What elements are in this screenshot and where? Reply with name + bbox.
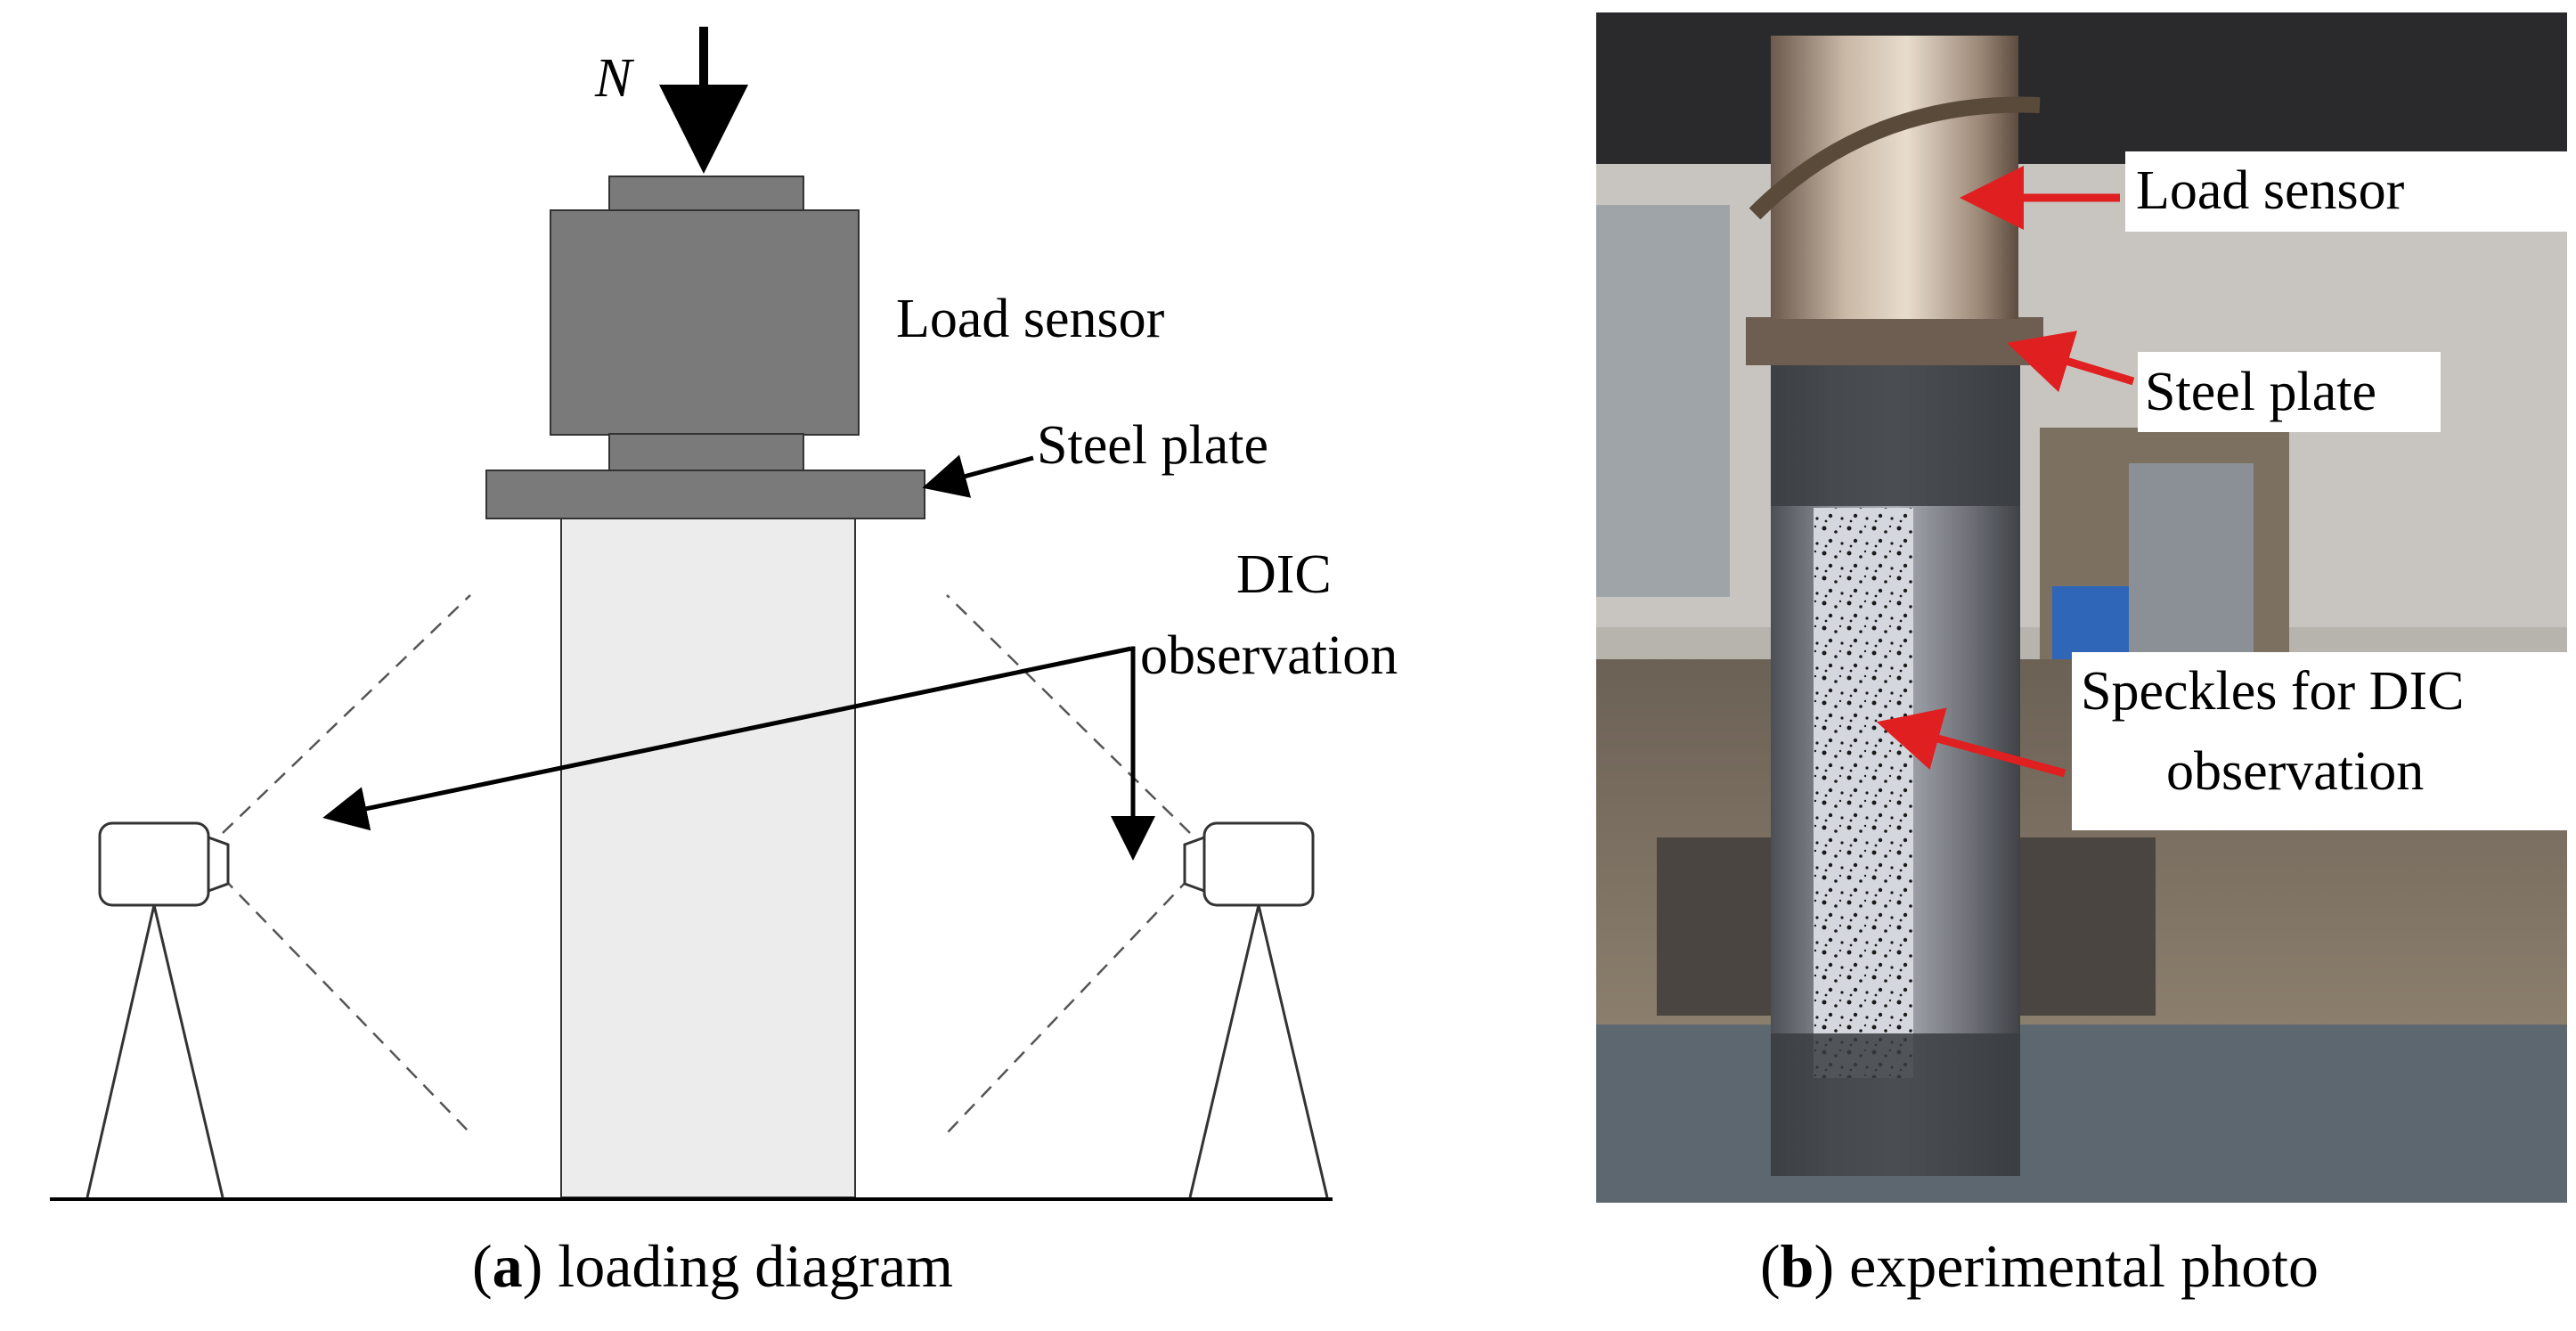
- load-sensor-label-bg: [2125, 151, 2571, 232]
- load-sensor-body: [550, 209, 860, 436]
- left-tripod: [86, 904, 224, 1198]
- caption-b: (b) experimental photo: [1760, 1232, 2319, 1300]
- steel-plate: [485, 470, 925, 519]
- speckles-label-line1: Speckles for DIC: [2081, 661, 2464, 722]
- left-machine: [1596, 205, 1730, 597]
- cfrp-wrap-top: [1771, 363, 2020, 506]
- speckles-label-line2: observation: [2166, 741, 2424, 802]
- photo-steel-plate-label: Steel plate: [2145, 362, 2376, 422]
- caption-a: (a) loading diagram: [472, 1232, 953, 1300]
- right-view-line-upper: [946, 594, 1191, 834]
- dic-arrow-left: [322, 646, 1132, 831]
- cfrp-wrap-bottom: [1771, 1033, 2020, 1176]
- sensor-bottom-cap: [608, 433, 804, 472]
- left-view-line-lower: [222, 877, 471, 1134]
- caption-b-letter: b: [1781, 1232, 1814, 1300]
- arrow-speckles: [1876, 707, 2067, 778]
- dic-arrow-right: [1111, 646, 1155, 861]
- photo-load-sensor-label: Load sensor: [2136, 160, 2405, 221]
- loading-diagram: N Load sensor Steel plate: [50, 27, 1398, 1300]
- left-camera-icon: [98, 821, 230, 907]
- sensor-top-cap: [608, 176, 804, 213]
- caption-b-open: (: [1760, 1232, 1781, 1300]
- steel-plate-label-bg: [2138, 352, 2441, 432]
- right-view-line-lower: [946, 877, 1191, 1134]
- photo-steel-plate: [1746, 317, 2043, 365]
- concrete-column: [560, 518, 856, 1198]
- steel-plate-label: Steel plate: [1037, 415, 1268, 476]
- caption-a-text: ) loading diagram: [523, 1232, 953, 1300]
- load-sensor-label: Load sensor: [896, 289, 1165, 349]
- press-top: [1596, 12, 2567, 164]
- caption-a-open: (: [472, 1232, 493, 1300]
- caption-b-text: ) experimental photo: [1814, 1232, 2318, 1300]
- speckles-label-bg: [2072, 652, 2571, 830]
- experimental-photo: Load sensor Steel plate Speckles for DIC…: [1596, 12, 2571, 1300]
- steel-plate-arrow: [922, 454, 1034, 498]
- right-camera-icon: [1183, 821, 1315, 907]
- base-plate: [1596, 1025, 2567, 1203]
- right-tripod: [1188, 904, 1329, 1198]
- left-view-line-upper: [222, 594, 471, 834]
- speckle-region: [1814, 508, 1913, 1078]
- dic-label-line2: observation: [1140, 625, 1398, 686]
- force-symbol: N: [594, 48, 635, 109]
- caption-a-letter: a: [493, 1232, 523, 1300]
- rope: [1749, 96, 2041, 220]
- arrow-steel-plate: [2006, 331, 2135, 393]
- dic-label-line1: DIC: [1236, 544, 1332, 605]
